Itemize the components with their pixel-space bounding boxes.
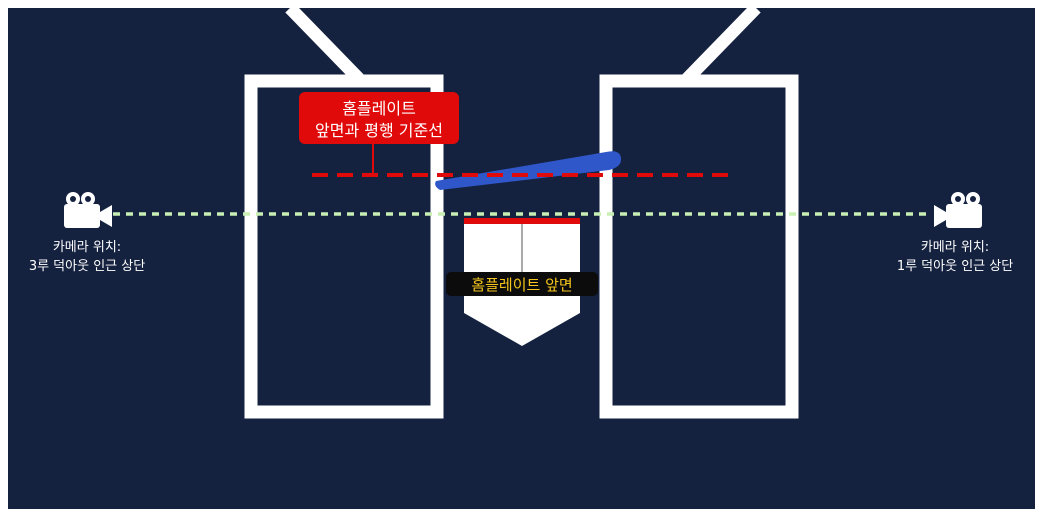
right-camera-label-line2: 1루 덕아웃 인근 상단 — [897, 259, 1013, 274]
right-batters-box — [599, 74, 799, 419]
home-plate-front-label-bg — [446, 272, 598, 296]
left-foul-line — [285, 3, 365, 85]
video-camera-icon — [64, 192, 112, 228]
reference-line-label-bg — [299, 92, 459, 144]
left-camera-label-line1: 카메라 위치: — [53, 240, 121, 255]
right-foul-line — [681, 3, 761, 85]
home-plate-front-label: 홈플레이트 앞면 — [471, 276, 572, 294]
reference-line-callout: 홈플레이트 앞면과 평행 기준선 — [299, 92, 459, 175]
reference-line-label-line1: 홈플레이트 — [342, 99, 416, 118]
left-camera-label-line2: 3루 덕아웃 인근 상단 — [29, 259, 145, 274]
home-plate-front-edge — [464, 218, 580, 224]
video-camera-icon — [934, 192, 982, 228]
reference-line-label-line2: 앞면과 평행 기준선 — [315, 121, 443, 140]
right-camera-label-line1: 카메라 위치: — [921, 240, 989, 255]
left-batters-box — [244, 74, 444, 419]
home-plate-front-callout: 홈플레이트 앞면 — [446, 272, 598, 296]
bat — [435, 151, 622, 190]
